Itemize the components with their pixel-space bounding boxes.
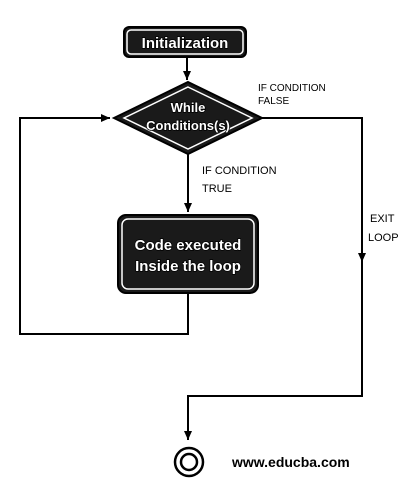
loop-body-label-line1: Code executed <box>135 237 242 254</box>
exit-label-line2: LOOP <box>368 232 399 244</box>
exit-path-lower <box>184 262 363 440</box>
false-branch-label-line1: IF CONDITION <box>258 83 326 94</box>
initialization-label: Initialization <box>142 35 229 52</box>
true-branch-label-line1: IF CONDITION <box>202 165 277 177</box>
true-branch-label-line2: TRUE <box>202 183 232 195</box>
condition-label-line1: While <box>171 100 206 115</box>
initialization-box: Initialization <box>123 26 247 58</box>
loop-body-label-line2: Inside the loop <box>135 258 241 275</box>
condition-label-line2: Conditions(s) <box>146 118 230 133</box>
false-branch-label-line2: FALSE <box>258 96 289 107</box>
condition-diamond: While Conditions(s) <box>111 80 265 156</box>
loop-back-path <box>19 114 189 335</box>
end-terminator-icon <box>173 446 205 478</box>
watermark-url: www.educba.com <box>231 454 350 470</box>
loop-body-box: Code executed Inside the loop <box>117 214 259 294</box>
exit-label-line1: EXIT <box>370 213 395 225</box>
exit-path-upper <box>262 117 366 262</box>
